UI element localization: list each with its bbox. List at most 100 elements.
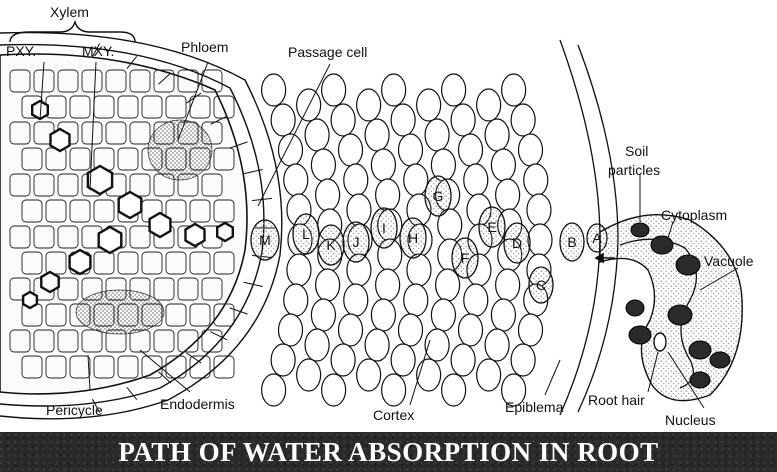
cortex-cell [496, 179, 520, 211]
soil-label-line1: Soil [625, 144, 648, 158]
cortex-cell [279, 134, 303, 166]
stele-region [0, 54, 247, 394]
soil-particle [676, 255, 700, 275]
cortex-cell [527, 194, 551, 226]
cortex-cell [357, 359, 381, 391]
xylem-vessel [23, 292, 37, 308]
cortex-label: Cortex [373, 408, 414, 422]
soil-particle [651, 236, 673, 254]
pericycle-label: Pericycle [46, 403, 103, 417]
cortex-cell [357, 89, 381, 121]
endodermis-cell-wall [187, 353, 202, 363]
cortex-cell [391, 344, 415, 376]
cortex-cell [382, 74, 406, 106]
path-cell-letter-j: J [353, 234, 360, 250]
vacuole-label: Vacuole [704, 254, 754, 268]
soil-label-line2: particles [608, 163, 660, 177]
cortex-cell [311, 149, 335, 181]
cortex-cell [271, 104, 295, 136]
path-cell-letter-f: F [461, 250, 470, 266]
soil-particle [710, 352, 730, 368]
cortex-cell [316, 179, 340, 211]
path-cell-letter-m: M [259, 232, 271, 248]
cortex-cell [365, 329, 389, 361]
nucleus [654, 333, 666, 351]
cortex-cell [451, 104, 475, 136]
xylem-vessel [150, 213, 171, 237]
cortex-cell [417, 89, 441, 121]
path-cell-letter-b: B [567, 234, 576, 250]
passage-cell-label: Passage cell [288, 45, 367, 59]
cortex-cell [399, 314, 423, 346]
cortex-cell [491, 149, 515, 181]
cortex-cell [431, 299, 455, 331]
cytoplasm-label: Cytoplasm [661, 208, 727, 222]
cortex-cell [459, 134, 483, 166]
title-banner: PATH OF WATER ABSORPTION IN ROOT [0, 432, 777, 472]
xylem-vessel [88, 166, 112, 194]
path-cell-letter-h: H [408, 230, 418, 246]
cortex-cell [459, 314, 483, 346]
xylem-vessel [51, 129, 70, 151]
xylem-vessel [217, 223, 233, 241]
cortex-cell [322, 74, 346, 106]
cortex-cell [376, 269, 400, 301]
cortex-cell [279, 314, 303, 346]
phloem-patch-lower [76, 290, 164, 334]
endodermis-label: Endodermis [160, 397, 235, 411]
cortex-cell [271, 344, 295, 376]
cortex-cell [311, 299, 335, 331]
phloem-patch-upper [148, 120, 212, 180]
cortex-cell [365, 119, 389, 151]
cortex-cell [344, 284, 368, 316]
cortex-cell [262, 374, 286, 406]
cortex-cell [305, 119, 329, 151]
cortex-cell [485, 119, 509, 151]
cortex-cell [391, 104, 415, 136]
soil-particle [668, 305, 692, 325]
cortex-cell [407, 254, 431, 286]
phloem-label: Phloem [181, 40, 228, 54]
cortex-cell [284, 164, 308, 196]
cortex-cell [404, 164, 428, 196]
cortex-cell [287, 254, 311, 286]
path-cell-letter-l: L [302, 226, 310, 242]
cortex-cell [297, 359, 321, 391]
cortex-cell [347, 194, 371, 226]
cortex-cell [331, 104, 355, 136]
cortex-cell [399, 134, 423, 166]
cortex-cell [519, 134, 543, 166]
cortex-cell [371, 299, 395, 331]
cortex-cell [436, 269, 460, 301]
cortex-cell [344, 164, 368, 196]
path-cell-letter-i: I [382, 220, 386, 236]
cortex-cell [425, 119, 449, 151]
xylem-vessel [99, 227, 122, 253]
cortex-cell [485, 329, 509, 361]
cortex-cell [262, 74, 286, 106]
cortex-cell [528, 224, 552, 256]
mxy-label: MXY. [82, 44, 114, 58]
path-cell-letter-k: K [326, 237, 336, 253]
cortex-cell [305, 329, 329, 361]
xylem-vessel [70, 250, 91, 274]
endodermis-cell-wall [230, 308, 248, 314]
soil-particle [631, 223, 649, 237]
cortex-cell [404, 284, 428, 316]
cortex-cell [322, 374, 346, 406]
cortex-cell [442, 74, 466, 106]
pxy-label: PXY. [6, 44, 36, 58]
cortex-cell [464, 284, 488, 316]
cortex-cell [496, 269, 520, 301]
cortex-cell [297, 89, 321, 121]
cortex-cell [316, 269, 340, 301]
cortex-cell [519, 314, 543, 346]
xylem-vessel [186, 224, 205, 246]
soil-particle [690, 372, 710, 388]
path-cell-letter-e: E [487, 219, 496, 235]
xylem-vessel [41, 272, 58, 292]
cortex-cell [284, 284, 308, 316]
cortex-cell [464, 164, 488, 196]
path-cell-letter-d: D [512, 235, 522, 251]
